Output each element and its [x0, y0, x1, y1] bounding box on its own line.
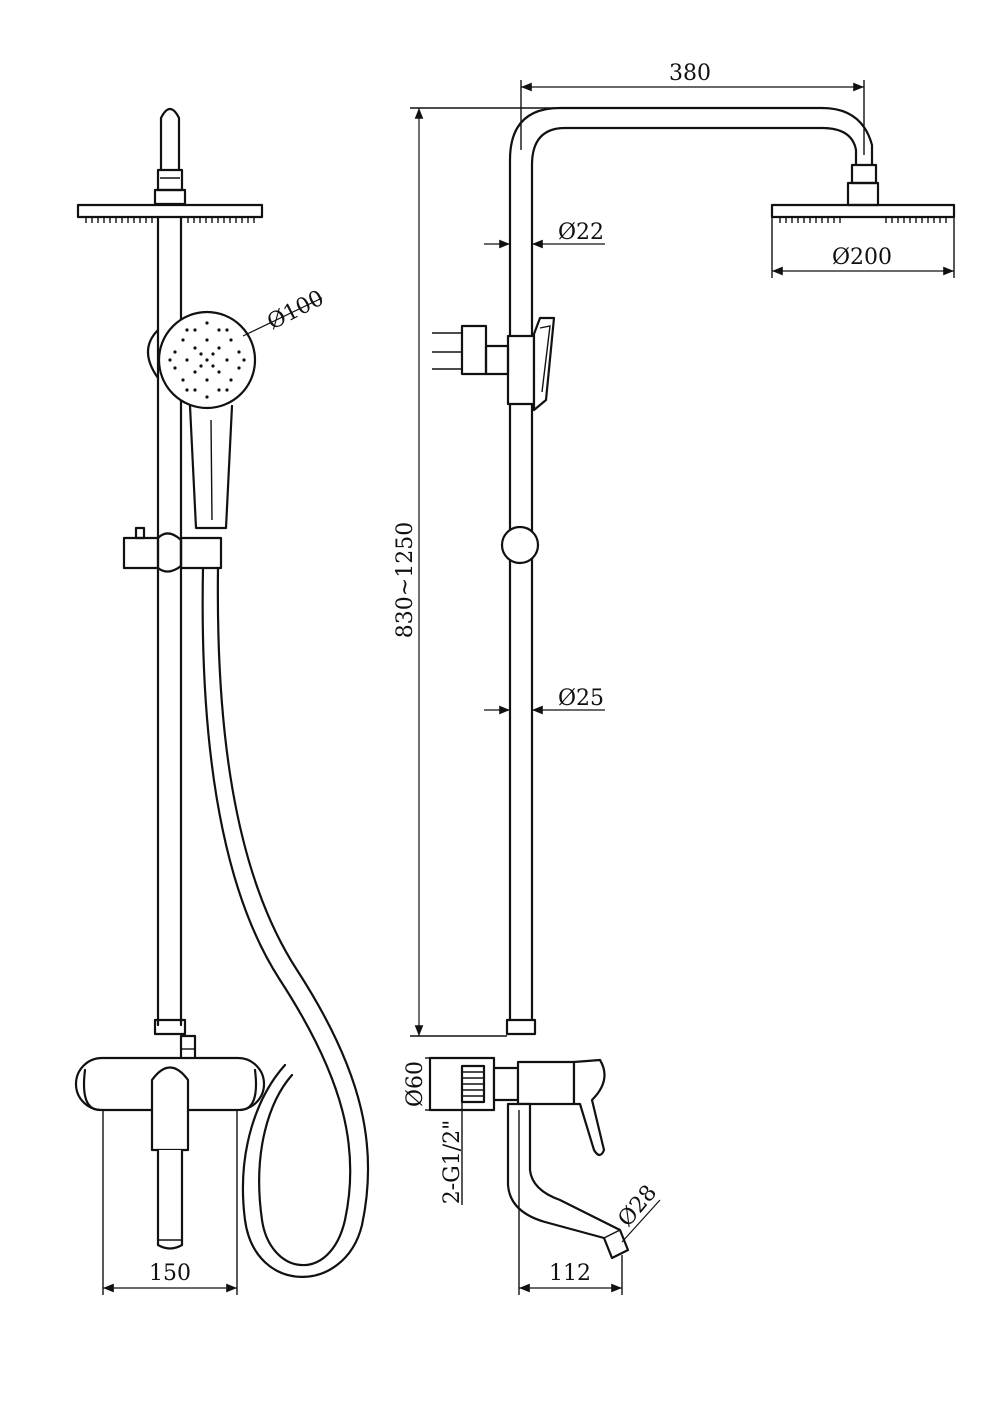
dim-center-width-label: 150 [149, 1261, 191, 1286]
dim-body: Ø60 [403, 1057, 431, 1111]
dim-height-label: 830~1250 [393, 522, 418, 638]
dim-hand-shower: Ø100 [242, 286, 328, 337]
dim-top-width: 380 [520, 61, 865, 155]
dim-spout-reach: 112 [519, 1261, 622, 1293]
side-view [428, 106, 956, 1295]
dim-height: 830~1250 [393, 107, 556, 1037]
dim-bar: Ø25 [484, 686, 605, 715]
dim-hand-shower-label: Ø100 [263, 286, 328, 336]
dim-head-label: Ø200 [832, 245, 892, 270]
dim-inlet: 2-G1/2" [440, 1100, 465, 1205]
dim-top-width-label: 380 [669, 61, 711, 86]
dim-body-label: Ø60 [403, 1061, 428, 1107]
front-view [74, 107, 370, 1295]
dim-riser-label: Ø22 [558, 220, 604, 245]
dim-head: Ø200 [771, 218, 955, 278]
dim-spout-reach-label: 112 [549, 1261, 591, 1286]
dim-riser: Ø22 [484, 220, 605, 249]
dim-inlet-label: 2-G1/2" [440, 1120, 465, 1205]
dim-center-width: 150 [103, 1261, 237, 1293]
spray-holes [168, 321, 246, 399]
dim-bar-label: Ø25 [558, 686, 604, 711]
